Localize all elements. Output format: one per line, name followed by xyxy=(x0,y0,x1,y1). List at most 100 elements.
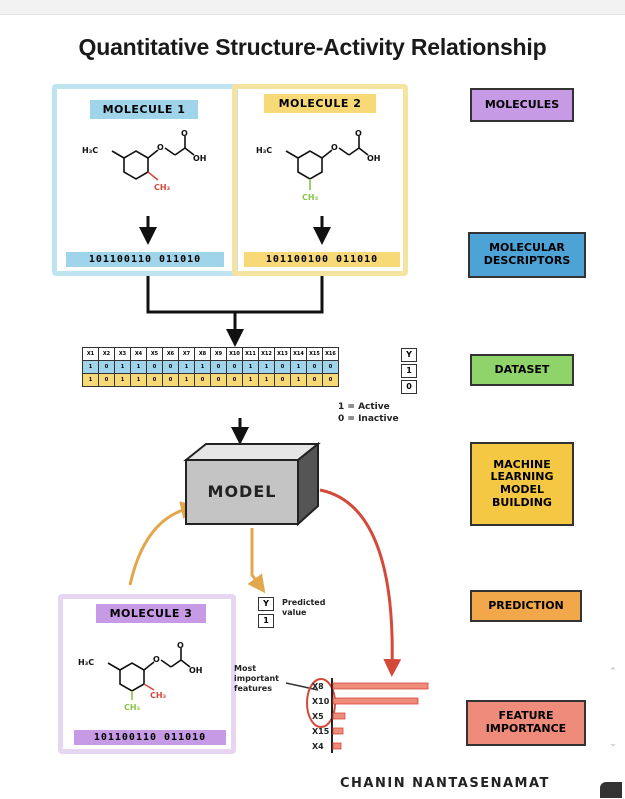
dataset-y-value-1: 1 xyxy=(401,364,417,378)
svg-text:H₃C: H₃C xyxy=(78,658,94,667)
molecule-1-bits: 101100110 011010 xyxy=(66,252,224,267)
stage-dataset: DATASET xyxy=(470,354,574,386)
dataset-cell: 0 xyxy=(210,373,227,387)
dataset-y-header: Y xyxy=(401,348,417,362)
dataset-header-cell: X9 xyxy=(210,347,227,361)
svg-text:O: O xyxy=(153,655,160,664)
arrow-mol3-model xyxy=(128,501,199,586)
dataset-header-cell: X8 xyxy=(194,347,211,361)
stage-molecular-descriptors-label: MOLECULAR DESCRIPTORS xyxy=(483,241,571,267)
scroll-up-icon[interactable]: ⌃ xyxy=(609,666,617,676)
molecule-1-structure: H₃C O O OH CH₃ xyxy=(82,129,207,192)
stage-machine-learning: MACHINE LEARNING MODEL BUILDING xyxy=(470,442,574,526)
dataset-cell: 0 xyxy=(210,360,227,374)
dataset-header-cell: X16 xyxy=(322,347,339,361)
dataset-cell: 1 xyxy=(290,373,307,387)
dataset-cell: 0 xyxy=(306,373,323,387)
feature-label: X8 xyxy=(312,682,324,691)
dataset-cell: 1 xyxy=(82,373,99,387)
dataset-cell: 1 xyxy=(258,360,275,374)
dataset-header-cell: X15 xyxy=(306,347,323,361)
dataset-cell: 0 xyxy=(322,360,339,374)
dataset-cell: 0 xyxy=(194,373,211,387)
top-bar xyxy=(0,0,625,15)
svg-text:CH₃: CH₃ xyxy=(302,193,319,202)
svg-text:CH₃: CH₃ xyxy=(124,703,141,712)
dataset-cell: 0 xyxy=(162,373,179,387)
merge-bracket xyxy=(146,276,324,314)
stage-dataset-label: DATASET xyxy=(494,362,550,376)
dataset-cell: 0 xyxy=(162,360,179,374)
stage-molecular-descriptors: MOLECULAR DESCRIPTORS xyxy=(468,232,586,278)
feature-bar xyxy=(332,697,419,705)
stage-feature-importance: FEATURE IMPORTANCE xyxy=(466,700,586,746)
dataset-header-cell: X1 xyxy=(82,347,99,361)
feature-label: X4 xyxy=(312,742,324,751)
dataset-header-cell: X12 xyxy=(258,347,275,361)
dataset-cell: 0 xyxy=(98,360,115,374)
dataset-cell: 0 xyxy=(226,360,243,374)
svg-text:O: O xyxy=(355,129,362,138)
prediction-y-header: Y xyxy=(258,597,274,611)
dataset-cell: 1 xyxy=(290,360,307,374)
dataset-cell: 0 xyxy=(322,373,339,387)
arrow-model-features xyxy=(319,488,402,677)
model-label: MODEL xyxy=(207,482,277,501)
molecule-3-structure: H₃C O O OH CH₃ CH₃ xyxy=(78,641,203,712)
dataset-header-cell: X2 xyxy=(98,347,115,361)
svg-text:O: O xyxy=(177,641,184,650)
dataset-header-cell: X7 xyxy=(178,347,195,361)
dataset-header-cell: X10 xyxy=(226,347,243,361)
legend-inactive: 0 = Inactive xyxy=(338,414,399,424)
dataset-cell: 0 xyxy=(98,373,115,387)
dataset-header-cell: X4 xyxy=(130,347,147,361)
molecule-2-label: MOLECULE 2 xyxy=(264,94,376,113)
dataset-cell: 0 xyxy=(306,360,323,374)
feature-label: X15 xyxy=(312,727,330,736)
svg-text:CH₃: CH₃ xyxy=(150,691,167,700)
feature-label: X5 xyxy=(312,712,324,721)
dataset-cell: 1 xyxy=(114,360,131,374)
arrow-model-prediction xyxy=(247,528,266,594)
svg-text:O: O xyxy=(181,129,188,138)
stage-prediction: PREDICTION xyxy=(470,590,582,622)
model-cube xyxy=(183,441,321,527)
svg-text:H₃C: H₃C xyxy=(82,146,98,155)
svg-text:H₃C: H₃C xyxy=(256,146,272,155)
scroll-widget[interactable]: ⌃ ⌄ xyxy=(607,660,619,754)
dataset-cell: 1 xyxy=(130,360,147,374)
feature-bar xyxy=(332,682,429,690)
prediction-y-value: 1 xyxy=(258,614,274,628)
dataset-cell: 1 xyxy=(242,373,259,387)
dataset-cell: 1 xyxy=(242,360,259,374)
prediction-note: Predicted value xyxy=(282,598,326,617)
feature-importance-note: Most important features xyxy=(234,664,279,693)
corner-button[interactable] xyxy=(600,782,622,798)
feature-bar xyxy=(332,742,342,750)
molecule-2-bits: 101100100 011010 xyxy=(244,252,400,267)
feature-bar xyxy=(332,727,344,735)
diagram-title: Quantitative Structure-Activity Relation… xyxy=(78,34,547,60)
scroll-down-icon[interactable]: ⌄ xyxy=(609,738,617,748)
molecule-2-structure: H₃C O O OH CH₃ xyxy=(256,129,381,202)
author-signature: CHANIN NANTASENAMAT xyxy=(340,776,550,791)
legend-active: 1 = Active xyxy=(338,402,390,412)
dataset-header-cell: X3 xyxy=(114,347,131,361)
molecule-3-bits: 101100110 011010 xyxy=(74,730,226,745)
molecule-2-frame xyxy=(232,84,408,276)
dataset-cell: 1 xyxy=(82,360,99,374)
dataset-cell: 0 xyxy=(274,360,291,374)
dataset-cell: 1 xyxy=(130,373,147,387)
dataset-header-cell: X14 xyxy=(290,347,307,361)
dataset-header-cell: X5 xyxy=(146,347,163,361)
dataset-cell: 1 xyxy=(258,373,275,387)
dataset-header-cell: X11 xyxy=(242,347,259,361)
dataset-cell: 1 xyxy=(114,373,131,387)
stage-machine-learning-label: MACHINE LEARNING MODEL BUILDING xyxy=(490,457,554,509)
dataset-cell: 1 xyxy=(178,360,195,374)
